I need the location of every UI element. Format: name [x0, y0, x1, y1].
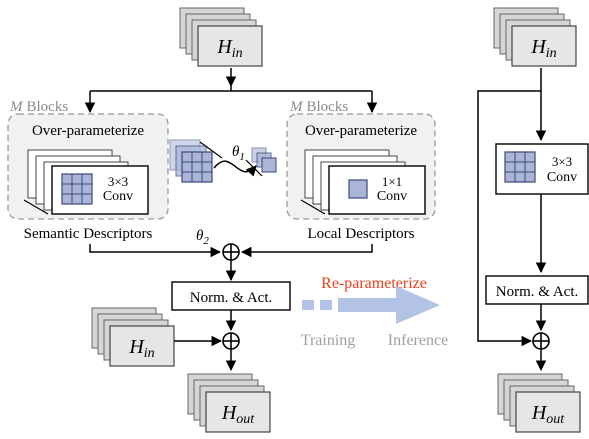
conv1-size: 1×1 — [382, 174, 402, 189]
arrow-semantic-to-plus — [89, 244, 222, 258]
h-out-stack-left: Hout — [187, 373, 271, 433]
svg-text:3×3: 3×3 — [552, 154, 572, 169]
svg-text:Conv: Conv — [547, 170, 577, 185]
over-param-label-left: Over-parameterize — [32, 123, 144, 139]
norm-act-box-left: Norm. & Act. — [171, 281, 291, 311]
theta2-label: θ2 — [196, 228, 209, 247]
over-param-label-right: Over-parameterize — [305, 123, 417, 139]
local-descriptors-label: Local Descriptors — [307, 226, 414, 242]
add-node-1 — [222, 243, 240, 261]
svg-text:Hout: Hout — [531, 402, 565, 427]
h-in-stack-bottom: Hin — [91, 307, 175, 367]
svg-text:Hout: Hout — [221, 402, 255, 427]
svg-text:Hin: Hin — [530, 36, 556, 61]
svg-text:Norm. & Act.: Norm. & Act. — [496, 284, 579, 300]
theta1-transform: θ1 — [169, 139, 277, 183]
norm-act-box-right: Norm. & Act. — [485, 275, 589, 305]
reparameterize-label: Re-parameterize — [321, 275, 427, 292]
grid-3x3-icon — [61, 173, 93, 205]
h-in-stack-top: Hin — [179, 7, 263, 67]
semantic-panel: Over-parameterize 3×3 Conv — [7, 113, 169, 220]
arrow-local-to-plus — [240, 244, 373, 258]
grid-1x1-icon — [348, 179, 368, 199]
skip-connection-right — [477, 90, 541, 347]
theta1-label: θ1 — [232, 144, 245, 163]
conv1-word: Conv — [377, 189, 407, 204]
svg-text:Hin: Hin — [128, 336, 154, 361]
conv3-word-left: Conv — [103, 189, 133, 204]
local-panel: Over-parameterize 1×1 Conv — [286, 113, 436, 220]
svg-text:Norm. & Act.: Norm. & Act. — [190, 290, 273, 306]
training-label: Training — [301, 332, 356, 349]
h-in-label-top: Hin — [216, 36, 242, 61]
add-node-right — [532, 332, 550, 350]
add-node-2 — [222, 332, 240, 350]
conv-box-right: 3×3 Conv — [495, 143, 589, 195]
reparam-arrow — [302, 286, 440, 324]
inference-label: Inference — [388, 332, 448, 349]
conv3-size-left: 3×3 — [108, 174, 128, 189]
h-in-stack-right: Hin — [493, 7, 577, 67]
semantic-descriptors-label: Semantic Descriptors — [24, 226, 153, 242]
h-out-stack-right: Hout — [497, 373, 581, 433]
